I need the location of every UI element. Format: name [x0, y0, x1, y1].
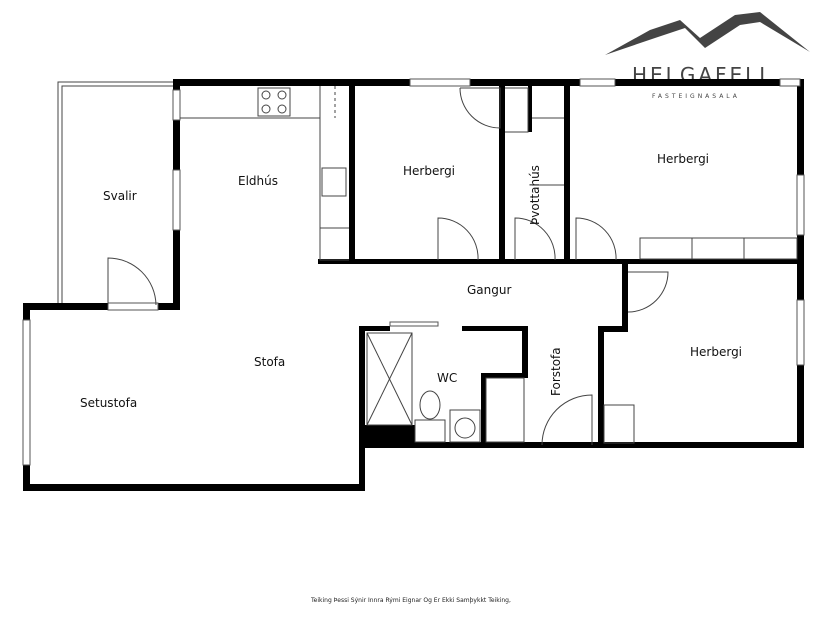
fixtures	[366, 237, 798, 444]
stove-icon	[257, 87, 291, 117]
room-label-herbergi-3: Herbergi	[690, 345, 742, 359]
room-label-thvottahus: Þvottahús	[528, 165, 542, 225]
room-label-herbergi-1: Herbergi	[403, 164, 455, 178]
sink-icon	[321, 167, 347, 197]
kitchen-counter	[180, 86, 349, 261]
doors	[107, 87, 669, 446]
logo-tagline: FASTEIGNASALA	[652, 93, 740, 100]
windows	[22, 78, 805, 466]
logo: HELGAFELL FASTEIGNASALA	[605, 12, 810, 100]
room-label-gangur: Gangur	[467, 283, 511, 297]
room-label-forstofa: Forstofa	[549, 347, 563, 396]
room-label-setustofa: Setustofa	[80, 396, 137, 410]
balcony-outline	[57, 81, 173, 305]
disclaimer: Teiking Þessi Sýnir Innra Rými Eignar Og…	[310, 597, 511, 604]
room-label-wc: WC	[437, 371, 457, 385]
walls	[23, 79, 804, 491]
washbasin-icon	[449, 409, 481, 443]
toilet-icon	[414, 419, 446, 443]
room-label-stofa: Stofa	[254, 355, 285, 369]
shower-icon	[366, 332, 413, 426]
room-label-svalir: Svalir	[103, 189, 137, 203]
room-label-herbergi-2: Herbergi	[657, 152, 709, 166]
room-label-eldhus: Eldhús	[238, 174, 278, 188]
